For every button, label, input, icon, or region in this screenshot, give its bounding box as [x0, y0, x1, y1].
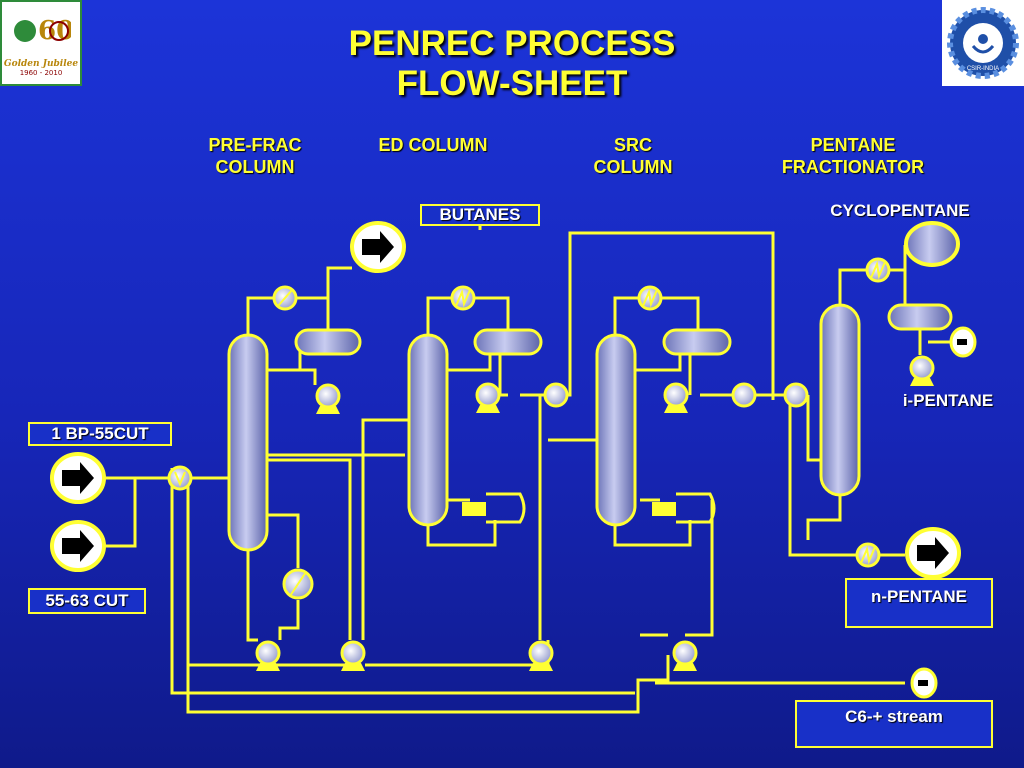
pump-3-icon	[663, 382, 689, 408]
stream-arrows	[50, 221, 977, 699]
column-label-prefrac: PRE-FRAC COLUMN	[180, 134, 330, 178]
pipe-network	[105, 206, 950, 714]
interstage-exchanger-1-icon	[543, 382, 569, 408]
pentane-fractionator-vessel	[819, 303, 861, 497]
interstage-exchanger-2-icon	[731, 382, 757, 408]
cyclopentane-out-icon	[904, 221, 960, 267]
interstage-exchanger-3-icon	[783, 382, 809, 408]
csir-gear-icon: CSIR-INDIA	[947, 7, 1019, 79]
pump-8-icon	[672, 640, 698, 666]
column-label-prefrac-line2: COLUMN	[215, 157, 295, 177]
prefrac-column-vessel	[227, 333, 269, 552]
reboiler-ed-icon	[462, 502, 486, 516]
pump-5-icon	[255, 640, 281, 666]
ipentane-label: i-PENTANE	[902, 391, 994, 410]
reboiler-src-icon	[652, 502, 676, 516]
feed2-label: 55-63 CUT	[28, 588, 146, 614]
logo-left-years: 1960 - 2010	[19, 69, 63, 77]
csir-logo: CSIR-INDIA	[942, 0, 1024, 86]
ed-column-vessel	[407, 333, 449, 527]
column-label-prefrac-line1: PRE-FRAC	[208, 135, 302, 155]
pump-bases	[256, 378, 934, 671]
exchanger-group	[167, 257, 891, 600]
npentane-label: n-PENTANE	[845, 578, 993, 628]
pump-1-icon	[315, 383, 341, 409]
exchanger-marks	[174, 260, 886, 597]
page-title-line1: PENREC PROCESS	[348, 24, 676, 63]
column-label-pentane-line1: PENTANE	[810, 135, 896, 155]
column-label-src-line1: SRC	[613, 135, 652, 155]
svg-text:60: 60	[38, 16, 71, 46]
column-label-pentane: PENTANE FRACTIONATOR	[748, 134, 958, 178]
feed1-label: 1 BP-55CUT	[28, 422, 172, 446]
column-label-src: SRC COLUMN	[568, 134, 698, 178]
reboiler-bundles	[462, 492, 716, 524]
pump-4-icon	[909, 355, 935, 381]
column-label-src-line2: COLUMN	[593, 157, 673, 177]
column-label-pentane-line2: FRACTIONATOR	[781, 157, 925, 177]
c6-stream-label: C6-+ stream	[795, 700, 993, 748]
logo-left-text: Golden Jubilee	[3, 59, 79, 69]
src-column-vessel	[595, 333, 637, 527]
cyclopentane-label: CYCLOPENTANE	[830, 201, 970, 220]
reflux-drum-3	[662, 328, 732, 356]
column-label-ed-line1: ED COLUMN	[378, 135, 488, 155]
reflux-drum-1	[294, 328, 362, 356]
logo-right-text: CSIR-INDIA	[967, 66, 999, 72]
pump-2-icon	[475, 382, 501, 408]
column-label-ed: ED COLUMN	[348, 134, 518, 156]
reflux-drum-4	[887, 303, 953, 331]
reflux-drum-2	[473, 328, 543, 356]
golden-jubilee-logo: 60 Golden Jubilee 1960 - 2010	[0, 0, 82, 86]
jubilee-emblem-icon: 60	[14, 16, 71, 46]
page-title-line2: FLOW-SHEET	[396, 64, 628, 103]
pump-7-icon	[528, 640, 554, 666]
pump-6-icon	[340, 640, 366, 666]
butanes-label: BUTANES	[420, 204, 540, 226]
